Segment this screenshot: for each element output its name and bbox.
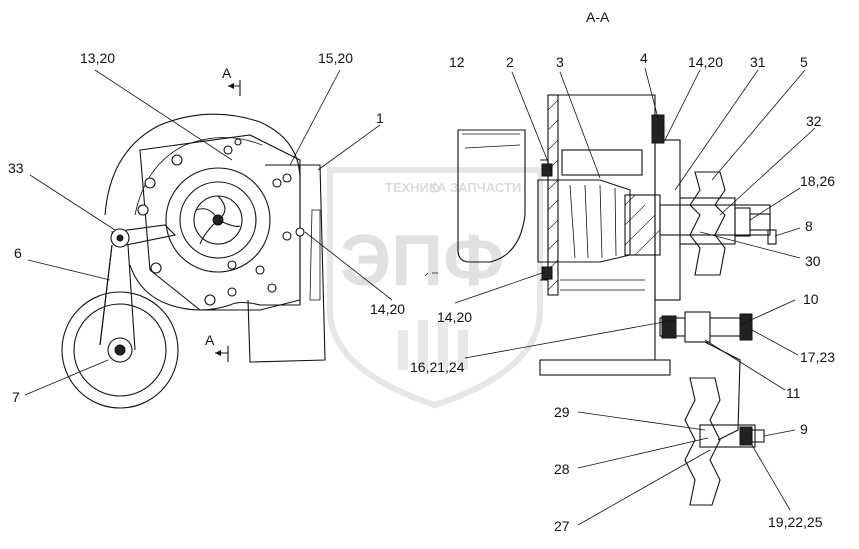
bushing-10 (684, 311, 711, 343)
callout-14-20-b: 14,20 (437, 309, 472, 325)
callout-27: 27 (554, 518, 570, 534)
watermark-brand-bottom: ЗАПЧАСТИ (450, 180, 521, 195)
callout-19-22-25: 19,22,25 (768, 514, 823, 530)
wheat-icon (398, 320, 468, 370)
callout-5: 5 (800, 54, 808, 70)
watermark-logo: ЭПФ (340, 221, 504, 301)
hub-center (212, 214, 224, 226)
section-mark-bottom: А (205, 332, 215, 348)
callout-11: 11 (786, 385, 801, 401)
nut-17 (661, 315, 677, 339)
belt-inner (99, 244, 113, 346)
callout-6: 6 (14, 245, 22, 261)
shaft-nut (734, 207, 751, 237)
mounting-plate (139, 134, 301, 311)
front-view (61, 80, 438, 409)
bearing-hatch (624, 194, 661, 256)
callout-29: 29 (554, 404, 570, 420)
section-mark-top: А (222, 65, 232, 81)
callout-14-20-a: 14,20 (370, 301, 405, 317)
pulley-groove (73, 303, 167, 397)
callout-9: 9 (800, 421, 808, 437)
idler-axle-end (751, 429, 765, 443)
section-arrow-top (228, 80, 241, 96)
idler-axle (699, 424, 756, 448)
plate-bolts (137, 138, 265, 306)
callout-17-23: 17,23 (800, 349, 835, 365)
callout-18-26: 18,26 (800, 173, 835, 189)
callout-16-21-24: 16,21,24 (410, 359, 465, 375)
callout-31: 31 (750, 54, 766, 70)
center-mark (424, 272, 438, 277)
base-frame (539, 359, 671, 376)
watermark: ТЕХНИКА ⚙ ЗАПЧАСТИ ЭПФ (327, 167, 543, 409)
inlet-duct (457, 129, 526, 263)
shaft-end (749, 213, 771, 231)
side-bracket (247, 164, 326, 363)
callout-32: 32 (806, 113, 822, 129)
inlet-ring (540, 159, 549, 281)
drive-pulley (61, 291, 179, 409)
callout-14-20-c: 14,20 (688, 54, 723, 70)
volute-inner-edge (134, 137, 263, 216)
housing-window (561, 149, 643, 176)
bracket-bolts (267, 173, 305, 293)
bolt-upper (541, 163, 553, 177)
gear-icon: ⚙ (428, 181, 441, 197)
idler-pulley (684, 377, 721, 506)
callout-2: 2 (506, 54, 514, 70)
pivot-center (116, 234, 124, 242)
callout-13-20: 13,20 (80, 50, 115, 66)
impeller-vanes (569, 184, 617, 259)
bracket-slot (309, 209, 321, 301)
section-arrow-bottom (215, 346, 229, 362)
fan-pulley (689, 171, 726, 276)
callout-15-20: 15,20 (318, 50, 353, 66)
labels: А-А А А 13,20 15,20 1 33 6 7 14,20 14,20… (8, 9, 835, 534)
bolt-lower (541, 266, 553, 280)
callout-3: 3 (556, 54, 564, 70)
callout-7: 7 (12, 389, 20, 405)
nut-10 (739, 313, 753, 341)
volute-housing (104, 113, 301, 311)
hub-middle-ring (179, 181, 257, 259)
callout-8: 8 (805, 218, 813, 234)
callout-33: 33 (8, 160, 24, 176)
key-8 (767, 229, 777, 245)
section-title: А-А (586, 9, 610, 25)
leader-lines (24, 67, 816, 526)
pulley-nut (114, 344, 126, 356)
housing-lines (560, 279, 645, 291)
flange-hatch (547, 99, 559, 291)
callout-10: 10 (803, 291, 819, 307)
bolt-4 (651, 114, 665, 144)
callout-12: 12 (449, 54, 465, 70)
callout-30: 30 (805, 253, 821, 269)
callout-1: 1 (376, 110, 384, 126)
watermark-brand-top: ТЕХНИКА (385, 180, 447, 195)
idler-nut (739, 426, 753, 446)
section-view (457, 94, 777, 506)
callout-28: 28 (554, 461, 570, 477)
support-plate (654, 139, 681, 301)
callout-4: 4 (640, 50, 648, 66)
hub-outer-ring (165, 167, 271, 273)
